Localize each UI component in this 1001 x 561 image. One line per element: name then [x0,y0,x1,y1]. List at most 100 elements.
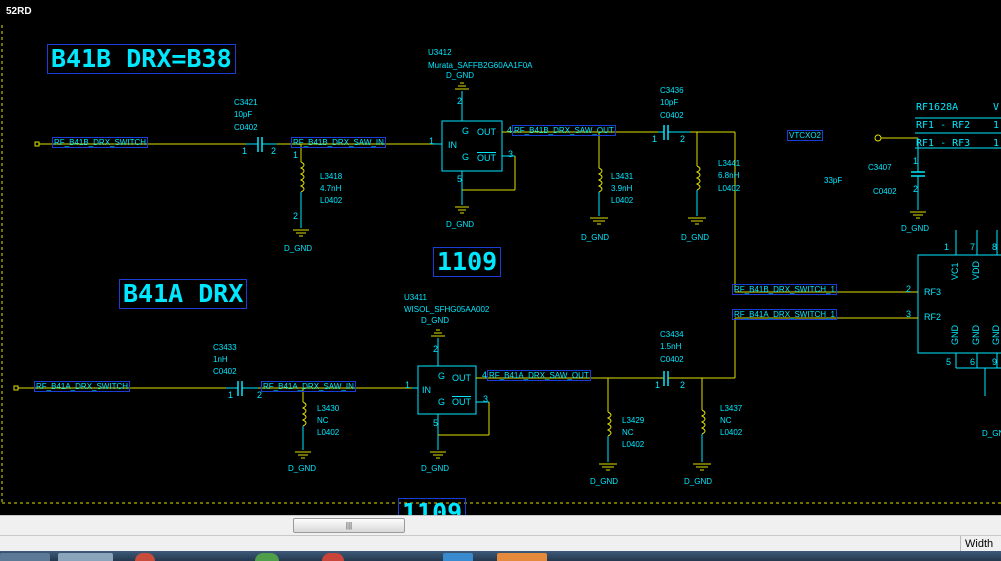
c3433-ref: C3433 [213,343,237,352]
c3434-val: 1.5nH [660,342,682,351]
rf1628a-pin-num-7: 7 [970,242,976,252]
l3429-gnd: D_GND [590,477,619,486]
u3412-pin-g1: G [462,126,470,136]
u3412-pin-2: 2 [457,96,463,106]
net-rf-b41b-drx-switch-1[interactable]: RF_B41B_DRX_SWITCH_1 [732,284,837,295]
u3411-pin-g1: G [438,371,446,381]
rf1628a-pin-num-9: 9 [992,357,998,367]
u3411-pin-out2: OUT [452,397,471,407]
rf1628a-title-tail: V [993,102,1000,113]
c3436-val: 10pF [660,98,679,107]
u3412-pin-in: IN [448,140,457,150]
app-icon-green[interactable] [255,553,279,561]
l3418-val: 4.7nH [320,184,342,193]
c3407-ref: C3407 [868,163,892,172]
l3418-ref: L3418 [320,172,343,181]
u3411-gnd: D_GND [421,316,450,325]
net-rf-b41a-drx-saw-out[interactable]: RF_B41A_DRX_SAW_OUT [487,370,591,381]
net-rf-b41b-drx-switch[interactable]: RF_B41B_DRX_SWITCH [52,137,149,148]
c3421-pin-2: 2 [271,146,277,156]
rf1628a-pin-2: 2 [906,284,912,294]
rf1628a-pin-gnd-c: GND [991,325,1001,345]
active-app-icon[interactable] [497,553,547,561]
status-bar: Width [0,535,1001,552]
u3411-pin-4: 4 [482,370,488,380]
l3430-ref: L3430 [317,404,340,413]
c3433-pin-1: 1 [228,390,234,400]
l3431-val: 3.9nH [611,184,633,193]
rf1628a-pin-3: 3 [906,309,912,319]
page-number-label: 1109 [433,247,502,277]
c3421-pkg: C0402 [234,123,258,132]
l3437-pkg: L0402 [720,428,743,437]
rf1628a-pin-gnd-b: GND [971,325,981,345]
c3434-pin-1: 1 [655,380,661,390]
c3407-pin-1: 1 [913,156,919,166]
l3437-ref: L3437 [720,404,743,413]
c3433-pkg: C0402 [213,367,237,376]
l3430-gnd: D_GND [288,464,317,473]
c3407-gnd: D_GND [901,224,930,233]
heading-b41b-drx: B41B DRX=B38 [47,44,236,74]
u3412-pin-out2: OUT [477,153,496,163]
net-rf-b41a-drx-switch[interactable]: RF_B41A_DRX_SWITCH [34,381,131,392]
u3412-pin-5: 5 [457,174,463,184]
rf1628a-pin-gnd-a: GND [950,325,960,345]
net-vtcxo2[interactable]: VTCXO2 [787,130,824,141]
l3441-ref: L3441 [718,159,741,168]
schematic-wiring [1,25,1001,505]
rf1628a-pin-rf2: RF2 [924,312,942,322]
c3436-ref: C3436 [660,86,684,95]
start-orb-icon[interactable] [0,553,50,561]
c3421-pin-1: 1 [242,146,248,156]
u3411-pin-5: 5 [433,418,439,428]
app-icon-red[interactable] [322,553,344,561]
l3431-gnd: D_GND [581,233,610,242]
page-number-label-lower: 1109 [398,498,467,515]
rf1628a-pin-num-8: 8 [992,242,998,252]
u3412-pin-4: 4 [507,125,513,135]
l3441-val: 6.8nH [718,171,740,180]
c3434-ref: C3434 [660,330,684,339]
net-rf-b41b-drx-saw-out[interactable]: RF_B41B_DRX_SAW_OUT [512,125,616,136]
u3412-ref: U3412 [428,48,452,57]
l3430-pkg: L0402 [317,428,340,437]
l3418-pin-2: 2 [293,211,299,221]
app-icon-blue[interactable] [443,553,473,561]
l3429-val: NC [622,428,634,437]
u3411-ref: U3411 [404,293,427,302]
l3418-gnd: D_GND [284,244,313,253]
u3411-gnd-bottom: D_GND [421,464,450,473]
c3407-pkg: C0402 [873,187,897,196]
u3412-pin-out1: OUT [477,127,496,137]
c3434-pkg: C0402 [660,355,684,364]
rf1628a-gnd: D_GN [982,429,1001,438]
l3429-pkg: L0402 [622,440,645,449]
c3421-val: 10pF [234,110,253,119]
taskbar-app-icon[interactable] [58,553,113,561]
u3411-part: WISOL_SFHG05AA002 [404,305,490,314]
c3433-pin-2: 2 [257,390,263,400]
rf1628a-row-rf1-rf2: RF1 - RF2 [916,120,971,131]
u3412-pin-3: 3 [508,149,514,159]
window-tag: 52RD [6,6,32,17]
u3411-pin-3: 3 [483,394,489,404]
u3412-part: Murata_SAFFB2G60AA1F0A [428,61,533,70]
l3429-ref: L3429 [622,416,645,425]
horizontal-scrollbar[interactable]: ||| [0,515,1001,536]
rf1628a-row-rf1-rf3: RF1 - RF3 [916,138,971,149]
net-rf-b41a-drx-saw-in[interactable]: RF_B41A_DRX_SAW_IN [261,381,356,392]
c3434-pin-2: 2 [680,380,686,390]
l3431-ref: L3431 [611,172,634,181]
taskbar [0,551,1001,561]
scrollbar-thumb[interactable]: ||| [293,518,405,533]
l3431-pkg: L0402 [611,196,634,205]
browser-icon[interactable] [135,553,155,561]
rf1628a-pin-vdd: VDD [971,260,981,280]
u3411-pin-2: 2 [433,344,439,354]
schematic-canvas[interactable]: 52RD B41B DRX=B38 B41A DRX 1109 1109 U34… [0,0,1001,515]
l3441-gnd: D_GND [681,233,710,242]
u3412-gnd-bottom: D_GND [446,220,475,229]
net-rf-b41a-drx-switch-1[interactable]: RF_B41A_DRX_SWITCH_1 [732,309,837,320]
net-rf-b41b-drx-saw-in[interactable]: RF_B41B_DRX_SAW_IN [291,137,386,148]
